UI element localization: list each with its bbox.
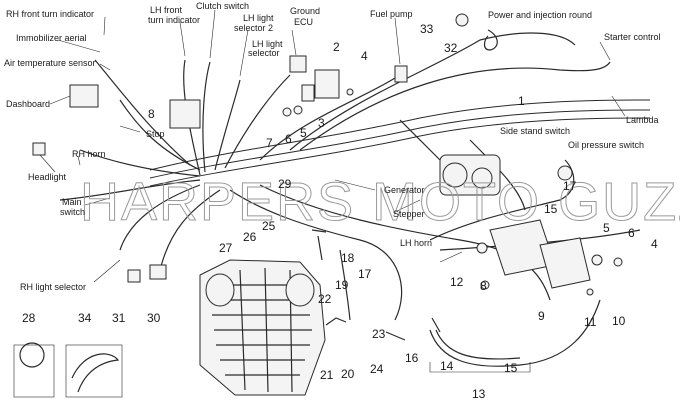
label-starter-control: Starter control	[604, 32, 661, 42]
label-ecu: ECU	[294, 17, 313, 27]
fuel-pump-connector	[394, 65, 408, 83]
connector-30	[149, 264, 167, 280]
part-number-23: 23	[372, 327, 386, 341]
dashboard-connector	[69, 84, 99, 108]
label-oil-pressure: Oil pressure switch	[568, 140, 644, 150]
part-number-34: 34	[78, 311, 92, 325]
label-lh-light-sel-2: selector	[248, 48, 280, 58]
part-number-3: 3	[318, 116, 325, 130]
label-lh-light-sel-1: LH light	[252, 39, 283, 49]
part-number-10: 10	[612, 314, 626, 328]
part-number-8a: 8	[148, 107, 155, 121]
regulator	[539, 237, 591, 289]
label-ground: Ground	[290, 6, 320, 16]
part-number-32: 32	[444, 41, 458, 55]
part-number-1: 1	[518, 94, 525, 108]
part-number-5a: 5	[300, 126, 307, 140]
label-stepper: Stepper	[393, 209, 425, 219]
part-number-31: 31	[112, 311, 126, 325]
headlight-connector	[32, 142, 46, 156]
label-air-temp: Air temperature sensor	[4, 58, 96, 68]
connector-31	[127, 269, 141, 283]
label-rh-light-selector: RH light selector	[20, 282, 86, 292]
part-number-17b: 17	[563, 179, 577, 193]
bolt-33	[455, 13, 469, 27]
part-number-15a: 15	[544, 202, 558, 216]
part-number-15b: 15	[504, 361, 518, 375]
part-numbers: 1 2 3 4 4 5 5 6 6 7 8 8 9 10 11 12 13 14…	[22, 22, 658, 401]
label-switch: switch	[60, 207, 85, 217]
components	[13, 13, 623, 398]
main-harness	[59, 32, 651, 321]
watermark: HARPERS MOTO GUZZI©	[80, 172, 680, 232]
part-number-13: 13	[472, 387, 486, 401]
oil-pressure-switch	[557, 165, 573, 181]
part-number-4b: 4	[651, 237, 658, 251]
label-lh-horn: LH horn	[400, 238, 432, 248]
part-number-8b: 8	[480, 279, 487, 293]
part-number-12: 12	[450, 275, 464, 289]
part-number-19: 19	[335, 278, 349, 292]
label-rh-horn: RH horn	[72, 149, 106, 159]
part-number-7: 7	[266, 136, 273, 150]
part-number-25: 25	[262, 219, 276, 233]
leader-lines	[39, 9, 626, 283]
part-number-22: 22	[318, 292, 332, 306]
label-main: Main	[62, 197, 82, 207]
part-number-4a: 4	[361, 49, 368, 63]
part-number-28: 28	[22, 311, 36, 325]
label-headlight: Headlight	[28, 172, 67, 182]
label-lh-front-turn-2: turn indicator	[148, 15, 200, 25]
part-number-17a: 17	[358, 267, 372, 281]
part-number-2: 2	[333, 40, 340, 54]
label-lh-light-sel2-1: LH light	[243, 13, 274, 23]
label-stop: Stop	[146, 129, 165, 139]
part-number-29: 29	[278, 177, 292, 191]
label-dashboard: Dashboard	[6, 99, 50, 109]
part-number-26: 26	[243, 230, 257, 244]
ecu-module	[169, 99, 201, 129]
label-lh-light-sel2-2: selector 2	[234, 23, 273, 33]
lower-harness	[429, 299, 601, 373]
part-number-9: 9	[538, 309, 545, 323]
part-number-27: 27	[219, 241, 233, 255]
part-number-33: 33	[420, 22, 434, 36]
part-number-24: 24	[370, 362, 384, 376]
part-number-16: 16	[405, 351, 419, 365]
cable-tie-28	[19, 342, 45, 368]
part-number-6b: 6	[628, 226, 635, 240]
part-number-18: 18	[341, 251, 355, 265]
relay-block	[314, 69, 340, 99]
label-generator: Generator	[384, 185, 425, 195]
label-clutch-switch: Clutch switch	[196, 1, 249, 11]
part-number-30: 30	[147, 311, 161, 325]
part-number-6a: 6	[285, 132, 292, 146]
engine-block	[199, 259, 326, 396]
text-labels: RH front turn indicator LH front turn in…	[4, 1, 661, 292]
label-fuel-pump: Fuel pump	[370, 9, 413, 19]
part-number-20: 20	[341, 367, 355, 381]
label-power-injection: Power and injection round	[488, 10, 592, 20]
part-number-11: 11	[584, 315, 597, 329]
label-lh-front-turn-1: LH front	[150, 5, 183, 15]
part-number-21: 21	[320, 368, 334, 382]
label-side-stand: Side stand switch	[500, 126, 570, 136]
part-number-14: 14	[440, 359, 454, 373]
label-immobilizer: Immobilizer aerial	[16, 33, 87, 43]
label-lambda: Lambda	[626, 115, 659, 125]
label-rh-front-turn: RH front turn indicator	[6, 9, 94, 19]
part-number-5b: 5	[603, 221, 610, 235]
